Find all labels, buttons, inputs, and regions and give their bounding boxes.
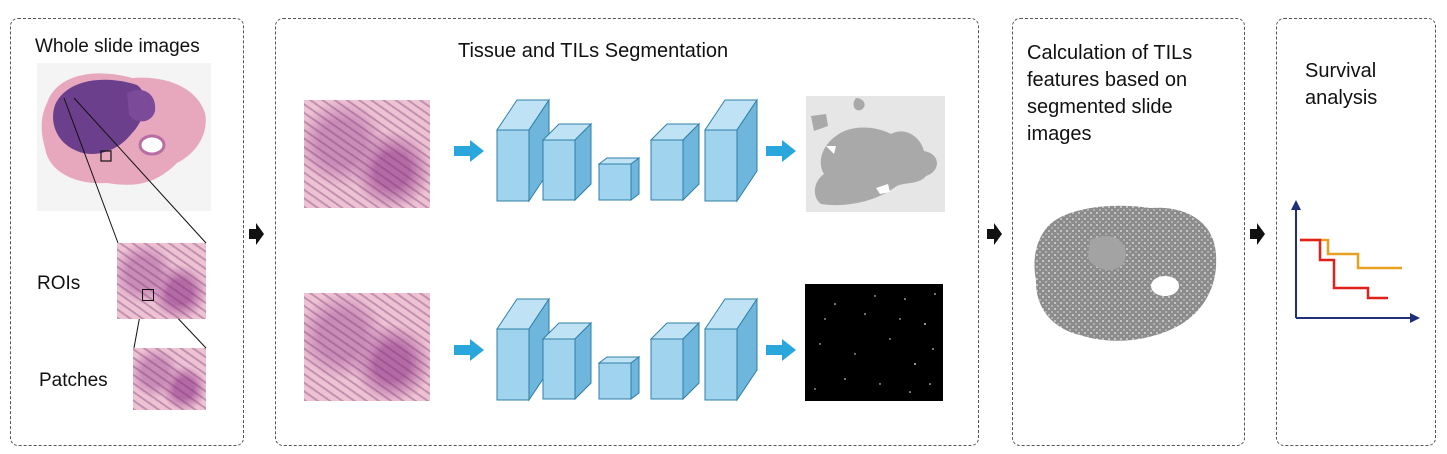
tissue-mask-shape (811, 98, 938, 206)
survival-title-line-2: analysis (1305, 87, 1378, 109)
features-title-line-4: images (1027, 123, 1092, 145)
whole-slide-image (37, 63, 211, 211)
segmented-slide-drawing (1034, 205, 1217, 341)
survival-panel (1276, 18, 1436, 446)
features-title: Calculation of TILs features based on se… (1027, 40, 1192, 148)
tils-mask-output (805, 284, 943, 401)
tils-input-patch (304, 293, 430, 401)
tils-unet-network (496, 297, 758, 402)
blue-arrow-in-2 (454, 339, 484, 361)
survival-title-line-1: Survival (1305, 60, 1377, 82)
whole-slide-tissue-drawing (41, 73, 206, 185)
segmented-slide-image (1030, 200, 1220, 350)
survival-y-axis-arrowhead (1291, 200, 1301, 210)
tils-mask-dots (814, 293, 936, 393)
blue-arrow-in-1 (454, 140, 484, 162)
survival-curve-red (1300, 238, 1388, 300)
survival-curve-plot (1291, 200, 1420, 323)
survival-x-axis-arrowhead (1410, 313, 1420, 323)
features-panel (1012, 18, 1245, 446)
features-title-line-2: features based on (1027, 69, 1188, 91)
patch-marker (142, 289, 154, 301)
features-title-line-1: Calculation of TILs (1027, 42, 1193, 64)
tissue-mask-output (806, 96, 945, 212)
whole-slide-images-title: Whole slide images (35, 36, 200, 57)
survival-curve-orange (1300, 238, 1402, 270)
features-title-line-3: segmented slide (1027, 96, 1173, 118)
survival-title: Survival analysis (1305, 58, 1377, 112)
flow-arrow-3 (1250, 223, 1265, 245)
blue-arrow-out-1 (766, 140, 796, 162)
tissue-unet-network (496, 98, 758, 203)
patch-image (133, 348, 206, 410)
flow-arrow-1 (249, 223, 264, 245)
input-panel (10, 18, 244, 446)
flow-arrow-2 (987, 223, 1002, 245)
segmentation-title: Tissue and TILs Segmentation (458, 40, 729, 62)
segmentation-panel (275, 18, 979, 446)
blue-arrow-out-2 (766, 339, 796, 361)
tissue-input-patch (304, 100, 430, 208)
rois-label: ROIs (37, 273, 81, 294)
patches-label: Patches (39, 370, 108, 391)
roi-image (117, 243, 206, 319)
